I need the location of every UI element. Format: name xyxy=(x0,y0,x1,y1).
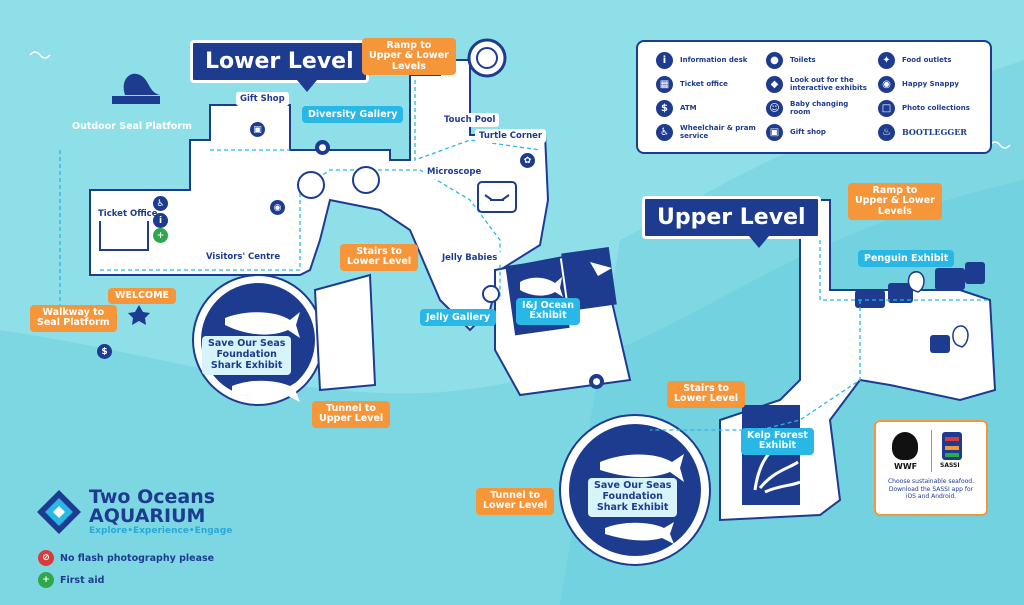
legend-baby-icon: ☺ xyxy=(766,100,783,117)
clownfish-icon xyxy=(352,166,380,194)
legend-item: Look out for the interactive exhibits xyxy=(790,76,867,92)
legend-gift-icon: ▣ xyxy=(766,124,783,141)
label-walkway: Walkway to Seal Platform xyxy=(30,305,117,332)
logo-tagline: Explore•Experience•Engage xyxy=(89,526,233,536)
logo-mark-icon xyxy=(37,490,81,534)
label-visitors-centre: Visitors' Centre xyxy=(202,250,285,264)
aquarium-logo: Two Oceans AQUARIUM Explore•Experience•E… xyxy=(35,488,232,536)
sassi-label: SASSI xyxy=(940,462,960,469)
label-gift-shop: Gift Shop xyxy=(236,92,289,106)
logo-line2: AQUARIUM xyxy=(89,505,206,527)
wheelchair-icon: ♿ xyxy=(153,196,168,211)
lower-level-title: Lower Level xyxy=(190,40,369,92)
legend-panel: i Information desk ▦ Ticket office $ ATM ♿ W… xyxy=(636,40,992,154)
label-outdoor-seal-platform: Outdoor Seal Platform xyxy=(72,121,192,132)
first-aid-legend-icon: + xyxy=(38,572,54,588)
atm-icon: $ xyxy=(97,344,112,359)
legend-item: Food outlets xyxy=(902,55,952,64)
label-microscope: Microscope xyxy=(423,165,486,179)
no-flash-icon: ⊘ xyxy=(38,550,54,566)
label-diversity-gallery: Diversity Gallery xyxy=(302,106,404,123)
fish-icon xyxy=(520,277,563,297)
legend-item: Gift shop xyxy=(790,127,826,136)
legend-wheelchair-icon: ♿ xyxy=(656,124,673,141)
legend-item: Toilets xyxy=(790,55,816,64)
legend-atm-icon: $ xyxy=(656,100,673,117)
sassi-logo-icon xyxy=(942,432,962,460)
legend-item: Ticket office xyxy=(680,79,728,88)
seal-icon xyxy=(123,73,160,95)
label-shark-exhibit-upper: Save Our Seas Foundation Shark Exhibit xyxy=(588,478,678,517)
wwf-panda-icon xyxy=(892,432,918,460)
diversity-fish-icon xyxy=(297,171,325,199)
label-ij-ocean-exhibit: I&J Ocean Exhibit xyxy=(516,298,580,325)
toilets-icon-2: ● xyxy=(589,374,604,389)
info-icon: i xyxy=(153,213,168,228)
legend-food-icon: ✦ xyxy=(878,52,895,69)
label-stairs-upper: Stairs to Lower Level xyxy=(667,381,746,408)
label-touch-pool: Touch Pool xyxy=(440,113,500,127)
legend-toilets-icon: ● xyxy=(766,52,783,69)
label-shark-exhibit-lower: Save Our Seas Foundation Shark Exhibit xyxy=(202,336,292,375)
legend-ticket-icon: ▦ xyxy=(656,76,673,93)
legend-item: Information desk xyxy=(680,55,748,64)
label-turtle-corner: Turtle Corner xyxy=(475,129,547,143)
no-flash-text: No flash photography please xyxy=(60,552,215,564)
legend-info-icon: i xyxy=(656,52,673,69)
label-penguin-exhibit: Penguin Exhibit xyxy=(858,250,955,267)
shark-icon xyxy=(225,312,300,338)
no-flash-notice: ⊘ No flash photography please xyxy=(38,550,214,566)
toilets-icon: ● xyxy=(315,140,330,155)
legend-item: Baby changing room xyxy=(790,100,849,116)
first-aid-text: First aid xyxy=(60,574,105,586)
sponsor-text: Choose sustainable seafood. Download the… xyxy=(887,478,975,500)
jellyfish-icon xyxy=(482,285,500,303)
label-jelly-babies: Jelly Babies xyxy=(438,251,502,265)
label-welcome: WELCOME xyxy=(108,288,177,305)
legend-camera-icon: ◉ xyxy=(878,76,895,93)
legend-coffee-icon: ♨ xyxy=(878,124,895,141)
legend-photo-icon: □ xyxy=(878,100,895,117)
label-jelly-gallery: Jelly Gallery xyxy=(420,309,497,326)
label-tunnel-lower: Tunnel to Lower Level xyxy=(476,488,555,515)
label-ramp-lower: Ramp to Upper & Lower Levels xyxy=(362,38,456,76)
label-tunnel-upper: Tunnel to Upper Level xyxy=(312,401,391,428)
legend-item: BOOTLEGGER xyxy=(902,127,967,138)
legend-item: Happy Snappy xyxy=(902,79,959,88)
sponsor-panel: WWF SASSI Choose sustainable seafood. Do… xyxy=(874,420,988,516)
crab-icon xyxy=(477,181,517,213)
legend-item: Wheelchair & pram service xyxy=(680,124,756,140)
legend-item: ATM xyxy=(680,103,697,112)
gift-icon: ▣ xyxy=(250,122,265,137)
label-ramp-upper: Ramp to Upper & Lower Levels xyxy=(848,183,942,221)
camera-icon: ◉ xyxy=(270,200,285,215)
legend-interactive-icon: ◆ xyxy=(766,76,783,93)
wwf-label: WWF xyxy=(894,462,918,471)
upper-level-title: Upper Level xyxy=(642,196,821,248)
label-stairs-lower: Stairs to Lower Level xyxy=(340,244,419,271)
logo-line1: Two Oceans xyxy=(89,486,216,508)
label-ticket-office: Ticket Office xyxy=(94,207,162,221)
ij-ocean-tank-2 xyxy=(561,246,617,312)
star-icon xyxy=(128,305,150,325)
first-aid-icon: + xyxy=(153,228,168,243)
penguin-icon xyxy=(907,271,925,293)
turtle-icon: ✿ xyxy=(520,153,535,168)
label-kelp-forest-exhibit: Kelp Forest Exhibit xyxy=(741,428,814,455)
legend-item: Photo collections xyxy=(902,103,970,112)
first-aid-notice: + First aid xyxy=(38,572,104,588)
